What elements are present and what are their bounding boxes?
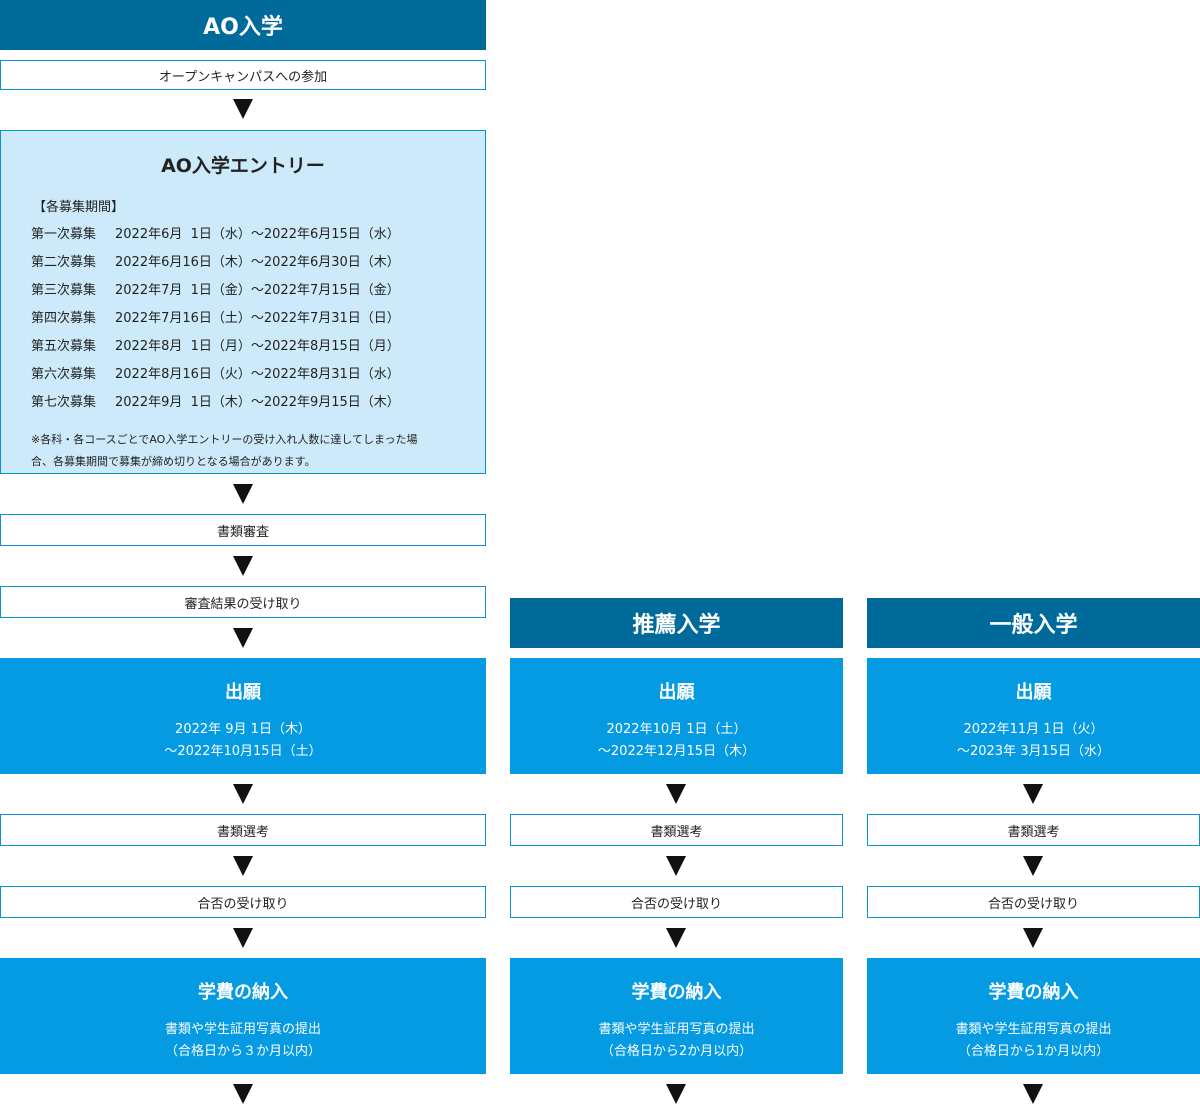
period-name: 第二次募集 (31, 255, 97, 270)
application-title: 出願 (1015, 682, 1052, 703)
flow-arrow-down-icon (233, 99, 253, 119)
general-tuition-box: 学費の納入 書類や学生証用写真の提出 （合格日から1か月以内） (867, 958, 1200, 1074)
recruitment-period-row: 第一次募集 2022年6月 1日（水）〜2022年6月15日（水） (31, 221, 485, 249)
flow-arrow-down-icon (1023, 856, 1043, 876)
entry-note-line: ※各科・各コースごとでAO入学エントリーの受け入れ人数に達してしまった場 (31, 433, 418, 446)
tuition-line-deadline: （合格日から３か月以内） (164, 1044, 321, 1059)
tuition-title: 学費の納入 (988, 982, 1079, 1003)
application-period-end: 〜2022年12月15日（木） (597, 744, 756, 759)
entry-note-line: 合、各募集期間で募集が締め切りとなる場合があります。 (31, 455, 316, 468)
tuition-title: 学費の納入 (631, 982, 722, 1003)
period-name: 第一次募集 (31, 227, 97, 242)
ao-application-box: 出願 2022年 9月 1日（木） 〜2022年10月15日（土） (0, 658, 486, 774)
step-document-selection: 書類選考 (867, 814, 1200, 846)
step-document-review: 書類審査 (0, 514, 486, 546)
flow-arrow-down-icon (1023, 928, 1043, 948)
flow-arrow-down-icon (233, 784, 253, 804)
flow-arrow-down-icon (1023, 784, 1043, 804)
period-range: 2022年9月 1日（木）〜2022年9月15日（木） (115, 395, 400, 410)
flow-arrow-down-icon (666, 1084, 686, 1104)
recommendation-tuition-box: 学費の納入 書類や学生証用写真の提出 （合格日から2か月以内） (510, 958, 843, 1074)
step-document-selection: 書類選考 (0, 814, 486, 846)
period-name: 第四次募集 (31, 311, 97, 326)
tuition-line-deadline: （合格日から2か月以内） (600, 1044, 753, 1059)
flow-arrow-down-icon (1023, 1084, 1043, 1104)
period-name: 第三次募集 (31, 283, 97, 298)
step-receive-result: 合否の受け取り (510, 886, 843, 918)
period-range: 2022年7月 1日（金）〜2022年7月15日（金） (115, 283, 400, 298)
application-period-start: 2022年10月 1日（土） (606, 722, 747, 737)
ao-entry-panel: AO入学エントリー 【各募集期間】 第一次募集 2022年6月 1日（水）〜202… (0, 130, 486, 474)
flow-arrow-down-icon (666, 856, 686, 876)
step-document-selection: 書類選考 (510, 814, 843, 846)
period-name: 第六次募集 (31, 367, 97, 382)
step-receive-result: 合否の受け取り (0, 886, 486, 918)
tuition-line-documents: 書類や学生証用写真の提出 (598, 1022, 755, 1037)
flow-arrow-down-icon (666, 784, 686, 804)
recommendation-application-box: 出願 2022年10月 1日（土） 〜2022年12月15日（木） (510, 658, 843, 774)
application-title: 出願 (225, 682, 261, 703)
tuition-line-documents: 書類や学生証用写真の提出 (164, 1022, 321, 1037)
flow-arrow-down-icon (233, 484, 253, 504)
flow-arrow-down-icon (233, 1084, 253, 1104)
flow-arrow-down-icon (666, 928, 686, 948)
application-period-end: 〜2022年10月15日（土） (164, 744, 322, 759)
flow-arrow-down-icon (233, 856, 253, 876)
period-range: 2022年6月 1日（水）〜2022年6月15日（水） (115, 227, 400, 242)
general-application-box: 出願 2022年11月 1日（火） 〜2023年 3月15日（水） (867, 658, 1200, 774)
ao-tuition-box: 学費の納入 書類や学生証用写真の提出 （合格日から３か月以内） (0, 958, 486, 1074)
recommendation-admission-header: 推薦入学 (510, 598, 843, 648)
recruitment-period-row: 第五次募集 2022年8月 1日（月）〜2022年8月15日（月） (31, 333, 485, 361)
flow-arrow-down-icon (233, 628, 253, 648)
recruitment-period-list: 第一次募集 2022年6月 1日（水）〜2022年6月15日（水） 第二次募集 20… (1, 221, 485, 417)
tuition-line-documents: 書類や学生証用写真の提出 (955, 1022, 1112, 1037)
period-name: 第五次募集 (31, 339, 97, 354)
step-open-campus: オープンキャンパスへの参加 (0, 60, 486, 90)
recruitment-periods-heading: 【各募集期間】 (33, 200, 125, 215)
recruitment-period-row: 第二次募集 2022年6月16日（木）〜2022年6月30日（木） (31, 249, 485, 277)
ao-admission-header: AO入学 (0, 0, 486, 50)
period-range: 2022年6月16日（木）〜2022年6月30日（木） (115, 255, 400, 270)
application-period-end: 〜2023年 3月15日（水） (956, 744, 1111, 759)
period-range: 2022年8月 1日（月）〜2022年8月15日（月） (115, 339, 400, 354)
application-period-start: 2022年11月 1日（火） (963, 722, 1104, 737)
period-range: 2022年7月16日（土）〜2022年7月31日（日） (115, 311, 400, 326)
application-period-start: 2022年 9月 1日（木） (175, 722, 311, 737)
step-receive-result: 合否の受け取り (867, 886, 1200, 918)
period-range: 2022年8月16日（火）〜2022年8月31日（水） (115, 367, 400, 382)
general-admission-header: 一般入学 (867, 598, 1200, 648)
ao-entry-title: AO入学エントリー (161, 155, 325, 177)
recruitment-period-row: 第六次募集 2022年8月16日（火）〜2022年8月31日（水） (31, 361, 485, 389)
flow-arrow-down-icon (233, 556, 253, 576)
flow-arrow-down-icon (233, 928, 253, 948)
entry-capacity-note: ※各科・各コースごとでAO入学エントリーの受け入れ人数に達してしまった場 合、各… (31, 429, 465, 473)
application-title: 出願 (658, 682, 695, 703)
period-name: 第七次募集 (31, 395, 97, 410)
step-receive-review-result: 審査結果の受け取り (0, 586, 486, 618)
tuition-line-deadline: （合格日から1か月以内） (957, 1044, 1110, 1059)
recruitment-period-row: 第七次募集 2022年9月 1日（木）〜2022年9月15日（木） (31, 389, 485, 417)
recruitment-period-row: 第三次募集 2022年7月 1日（金）〜2022年7月15日（金） (31, 277, 485, 305)
recruitment-period-row: 第四次募集 2022年7月16日（土）〜2022年7月31日（日） (31, 305, 485, 333)
tuition-title: 学費の納入 (198, 982, 288, 1003)
